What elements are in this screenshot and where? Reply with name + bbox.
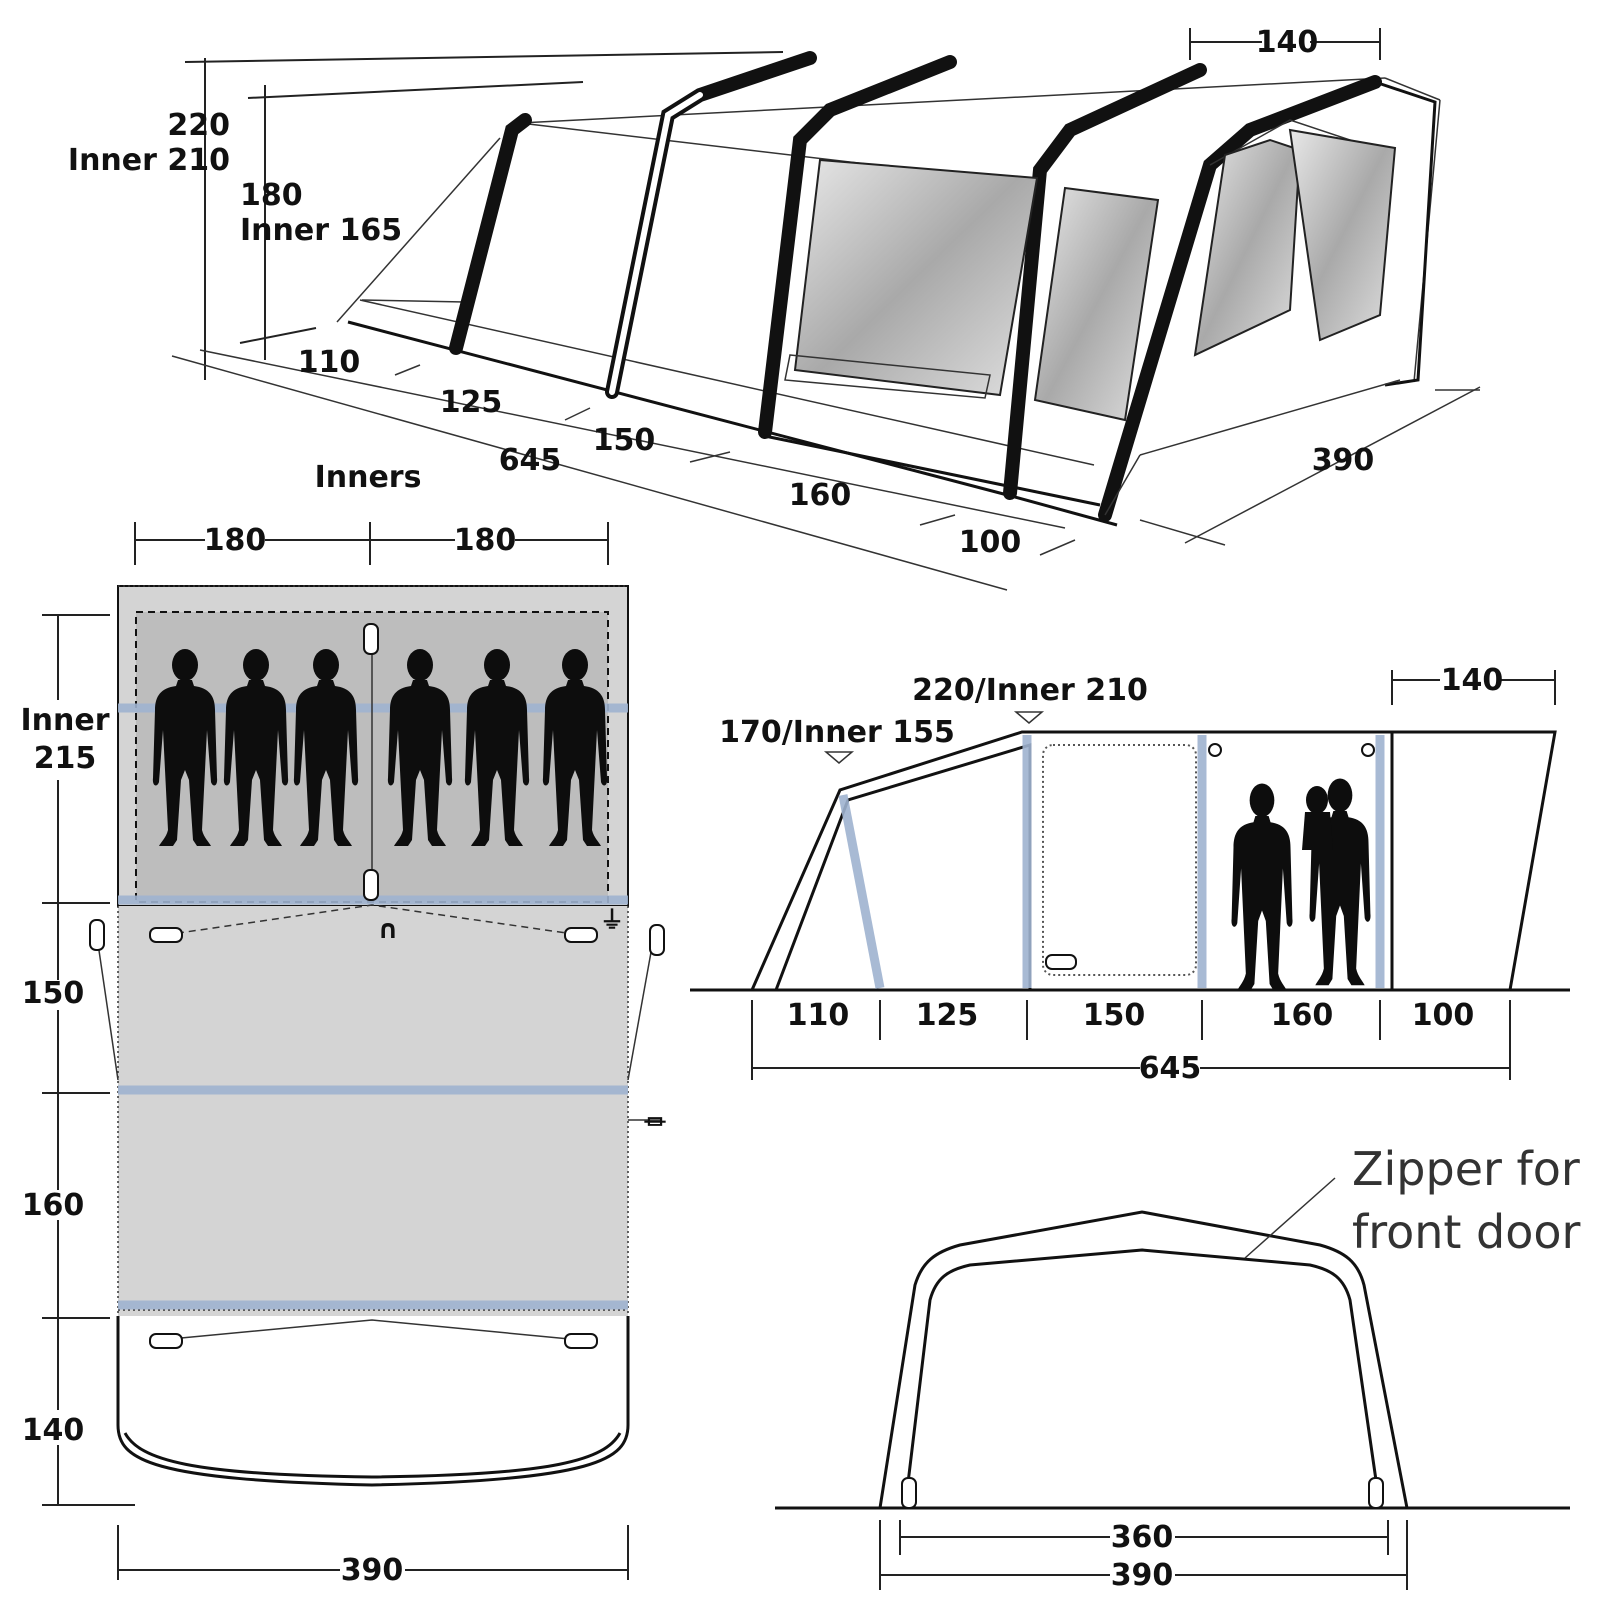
- floorplan-row-1: 150: [22, 976, 85, 1011]
- floorplan-inner-width-left: 180: [204, 523, 267, 558]
- front-inner-width: 360: [1111, 1520, 1174, 1555]
- side-length: 645: [1139, 1051, 1202, 1086]
- perspective-segment-3: 150: [593, 423, 656, 458]
- side-height-rear: 220/Inner 210: [912, 673, 1148, 708]
- perspective-height-outer: 220: [167, 108, 230, 143]
- perspective-top-width: 140: [1256, 25, 1319, 60]
- side-segment-5: 100: [1412, 998, 1475, 1033]
- floorplan-inner-depth-line1: Inner: [20, 703, 109, 738]
- front-view: Zipper for front door 360 390: [775, 1142, 1581, 1593]
- plug-icon: ⏛: [644, 1111, 666, 1136]
- floorplan-row-3: 140: [22, 1413, 85, 1448]
- floorplan-inner-width-right: 180: [454, 523, 517, 558]
- perspective-height-front: 180: [240, 178, 303, 213]
- side-top-width: 140: [1441, 663, 1504, 698]
- silhouettes-side: [1231, 778, 1371, 991]
- perspective-segment-2: 125: [440, 385, 503, 420]
- perspective-depth: 390: [1312, 443, 1375, 478]
- perspective-view: 220 Inner 210 180 Inner 165 140 390 645 …: [68, 25, 1481, 591]
- side-segment-3: 150: [1083, 998, 1146, 1033]
- side-view: 220/Inner 210 170/Inner 155 140 110 125 …: [690, 663, 1570, 1086]
- plug-icon: ⏚: [600, 906, 624, 934]
- magnet-icon: ∩: [377, 915, 398, 945]
- side-segment-1: 110: [787, 998, 850, 1033]
- front-annotation-line1: Zipper for: [1352, 1142, 1580, 1196]
- side-height-front: 170/Inner 155: [719, 715, 955, 750]
- perspective-length: 645: [499, 443, 562, 478]
- front-annotation-line2: front door: [1352, 1205, 1581, 1259]
- floorplan-row-2: 160: [22, 1188, 85, 1223]
- side-segment-4: 160: [1271, 998, 1334, 1033]
- front-outer-width: 390: [1111, 1558, 1174, 1593]
- floor-plan: Inners 180 180: [20, 460, 666, 1588]
- perspective-segment-1: 110: [298, 345, 361, 380]
- side-segment-2: 125: [916, 998, 979, 1033]
- floorplan-inners-label: Inners: [315, 460, 422, 495]
- floorplan-width: 390: [341, 1553, 404, 1588]
- perspective-height-outer-inner: Inner 210: [68, 143, 230, 178]
- floorplan-inner-depth-line2: 215: [34, 741, 97, 776]
- perspective-segment-5: 100: [959, 525, 1022, 560]
- perspective-segment-4: 160: [789, 478, 852, 513]
- perspective-height-front-inner: Inner 165: [240, 213, 402, 248]
